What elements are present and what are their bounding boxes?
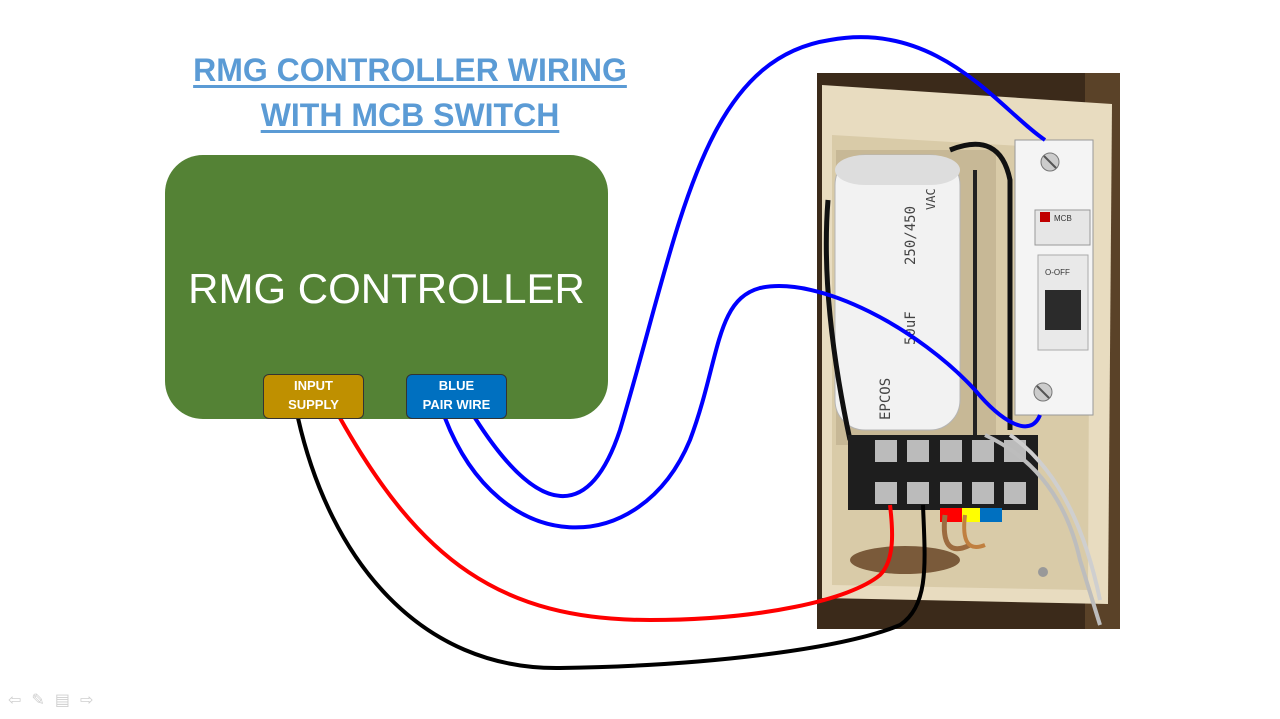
switch-box-photo: EPCOS 50uF 250/450 VAC MCB O-OFF: [817, 73, 1120, 629]
controller-label: RMG CONTROLLER: [188, 265, 585, 312]
mcb-switch-icon: MCB O-OFF: [1014, 139, 1094, 416]
blue-wire-bottom: [443, 284, 1042, 530]
input-supply-label-line1: INPUT: [294, 378, 333, 393]
black-wire: [296, 417, 927, 671]
next-arrow-icon[interactable]: ⇨: [79, 690, 94, 709]
capacitor-text-4: VAC: [924, 188, 938, 210]
input-supply-label-line2: SUPPLY: [288, 397, 339, 412]
mcb-state: O-OFF: [1045, 268, 1070, 277]
blue-pair-label-line2: PAIR WIRE: [422, 397, 491, 412]
diagram-title-line1: RMG CONTROLLER WIRING: [193, 52, 627, 88]
red-wire: [338, 417, 895, 623]
input-supply-terminal: INPUT SUPPLY: [263, 374, 364, 419]
capacitor-icon: EPCOS 50uF 250/450 VAC: [834, 154, 961, 431]
capacitor-text-1: EPCOS: [878, 378, 894, 420]
prev-arrow-icon[interactable]: ⇦: [8, 690, 22, 709]
rmg-controller-box: RMG CONTROLLER: [165, 155, 608, 419]
mcb-label: MCB: [1054, 214, 1072, 223]
blue-pair-wire-terminal: BLUE PAIR WIRE: [406, 374, 507, 419]
diagram-title-line2: WITH MCB SWITCH: [260, 97, 560, 133]
blue-wire-top: [473, 35, 1047, 499]
capacitor-text-3: 250/450: [903, 206, 919, 265]
slide-nav-controls: ⇦ ✎ ▤ ⇨: [8, 690, 93, 709]
blue-pair-label-line1: BLUE: [438, 378, 475, 393]
menu-icon[interactable]: ▤: [54, 690, 70, 709]
pen-icon[interactable]: ✎: [31, 690, 45, 709]
